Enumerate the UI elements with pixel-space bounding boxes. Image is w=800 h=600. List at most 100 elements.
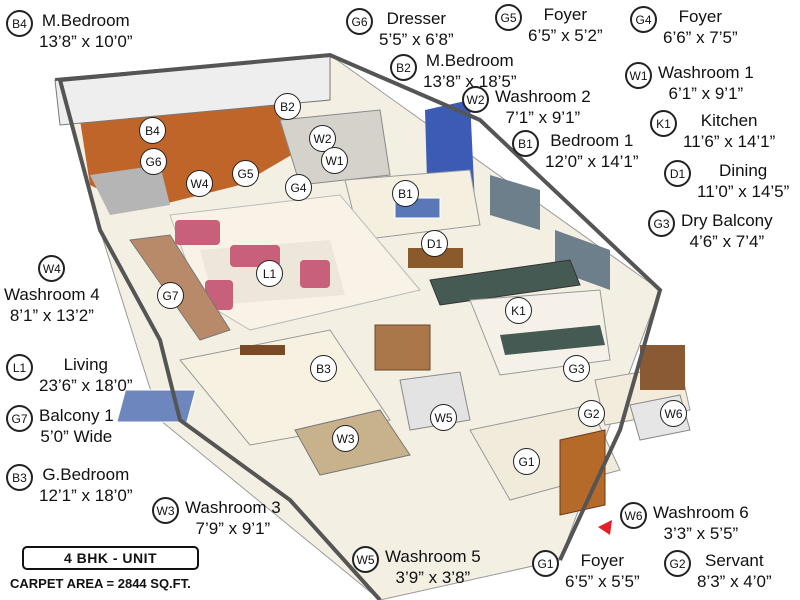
- legend-badge: G5: [495, 4, 522, 31]
- room-name: G.Bedroom: [42, 465, 130, 484]
- room-dims: 5’0” Wide: [40, 427, 113, 446]
- room-name: Balcony 1: [39, 406, 114, 425]
- room-dims: 7’1” x 9’1”: [505, 108, 581, 127]
- marker-b4: B4: [139, 117, 166, 144]
- carpet-area: CARPET AREA = 2844 SQ.FT.: [10, 576, 191, 591]
- room-dims: 3’9” x 3’8”: [395, 568, 471, 587]
- marker-w6: W6: [660, 400, 687, 427]
- legend-badge: W1: [625, 62, 652, 89]
- outer-wall-outline-left: [58, 79, 382, 600]
- room-name: M.Bedroom: [41, 11, 130, 30]
- marker-g7: G7: [157, 282, 184, 309]
- kitchen-counter-2: [500, 325, 605, 355]
- marker-w1: W1: [321, 147, 348, 174]
- legend-b2: B2 M.Bedroom 13’8” x 18’5”: [390, 50, 517, 92]
- room-dims: 8’1” x 13’2”: [9, 306, 94, 325]
- legend-badge: G2: [664, 550, 691, 577]
- unit-type-label: 4 BHK - UNIT: [22, 546, 199, 570]
- legend-badge: W5: [352, 546, 379, 573]
- room-name: Bedroom 1: [550, 131, 634, 150]
- marker-g6: G6: [140, 148, 167, 175]
- room-dims: 23’6” x 18’0”: [39, 376, 133, 395]
- room-dims: 6’1” x 9’1”: [668, 84, 744, 103]
- legend-badge: B1: [512, 130, 539, 157]
- room-dims: 6’5” x 5’5”: [565, 572, 640, 591]
- legend-badge: G6: [346, 8, 373, 35]
- legend-badge: G4: [630, 6, 657, 33]
- legend-badge: K1: [650, 110, 677, 137]
- kitchen-counter: [429, 259, 581, 306]
- room-name: Washroom 3: [185, 498, 281, 517]
- marker-w4: W4: [186, 170, 213, 197]
- legend-badge: W4: [38, 255, 66, 282]
- legend-w6: W6 Washroom 6 3’3” x 5’5”: [620, 502, 749, 544]
- legend-badge: W6: [620, 502, 647, 529]
- room-name: Foyer: [678, 7, 723, 26]
- marker-d1: D1: [421, 230, 448, 257]
- legend-badge: L1: [6, 354, 33, 381]
- room-name: Washroom 6: [653, 503, 749, 522]
- tv-unit: [240, 345, 285, 355]
- room-name: Foyer: [543, 5, 588, 24]
- room-name: Living: [63, 355, 108, 374]
- room-name: Dresser: [386, 9, 447, 28]
- marker-g4: G4: [285, 174, 312, 201]
- room-dims: 5’5” x 6’8”: [379, 30, 454, 49]
- marker-b1: B1: [392, 180, 419, 207]
- room-dims: 13’8” x 10’0”: [39, 32, 133, 51]
- window-right-1: [490, 175, 540, 230]
- guest-bedroom-floor: [179, 329, 391, 446]
- room-name: Washroom 4: [4, 285, 100, 304]
- legend-g4: G4 Foyer 6’6” x 7’5”: [630, 6, 738, 48]
- legend-b4: B4 M.Bedroom 13’8” x 10’0”: [6, 10, 133, 52]
- room-name: Washroom 2: [495, 87, 591, 106]
- legend-badge: B2: [390, 54, 417, 81]
- room-name: Washroom 1: [658, 63, 754, 82]
- dresser-floor: [90, 165, 170, 215]
- legend-badge: D1: [664, 160, 691, 187]
- dining-table: [408, 248, 463, 268]
- entry-arrow: [598, 520, 612, 535]
- marker-g3: G3: [563, 355, 590, 382]
- room-dims: 3’3” x 5’5”: [663, 524, 739, 543]
- marker-g2: G2: [578, 400, 605, 427]
- wardrobe: [374, 324, 431, 371]
- legend-w5: W5 Washroom 5 3’9” x 3’8”: [352, 546, 481, 588]
- legend-badge: W3: [152, 497, 179, 524]
- marker-w3: W3: [332, 425, 359, 452]
- legend-g7: G7 Balcony 1 5’0” Wide: [6, 405, 114, 447]
- room-dims: 6’6” x 7’5”: [663, 28, 738, 47]
- room-name: Foyer: [580, 551, 625, 570]
- main-door: [559, 429, 606, 516]
- room-dims: 11’0” x 14’5”: [697, 182, 790, 201]
- marker-g1: G1: [513, 448, 540, 475]
- marker-b2: B2: [274, 93, 301, 120]
- room-dims: 13’8” x 18’5”: [423, 72, 517, 91]
- legend-badge: G7: [6, 405, 33, 432]
- room-name: Dry Balcony: [681, 211, 773, 230]
- marker-l1: L1: [256, 260, 283, 287]
- marker-k1: K1: [505, 297, 532, 324]
- room-dims: 7’9” x 9’1”: [195, 519, 271, 538]
- room-dims: 4’6” x 7’4”: [689, 232, 765, 251]
- legend-badge: B4: [6, 10, 33, 37]
- marker-w5: W5: [430, 404, 457, 431]
- room-dims: 12’0” x 14’1”: [545, 152, 639, 171]
- room-dims: 12’1” x 18’0”: [39, 486, 133, 505]
- room-name: M.Bedroom: [425, 51, 514, 70]
- legend-w4: W4 Washroom 4 8’1” x 13’2”: [4, 255, 100, 326]
- room-name: Washroom 5: [385, 547, 481, 566]
- marker-b3: B3: [310, 355, 337, 382]
- legend-badge: G1: [532, 550, 559, 577]
- room-dims: 6’5” x 5’2”: [528, 26, 603, 45]
- outer-wall-outline: [59, 52, 663, 561]
- legend-g6: G6 Dresser 5’5” x 6’8”: [346, 8, 454, 50]
- room-dims: 11’6” x 14’1”: [683, 132, 776, 151]
- marker-g5: G5: [232, 160, 259, 187]
- legend-g1: G1 Foyer 6’5” x 5’5”: [532, 550, 640, 592]
- legend-badge: B3: [6, 464, 33, 491]
- legend-badge: W2: [462, 86, 489, 113]
- legend-w2: W2 Washroom 2 7’1” x 9’1”: [462, 86, 591, 128]
